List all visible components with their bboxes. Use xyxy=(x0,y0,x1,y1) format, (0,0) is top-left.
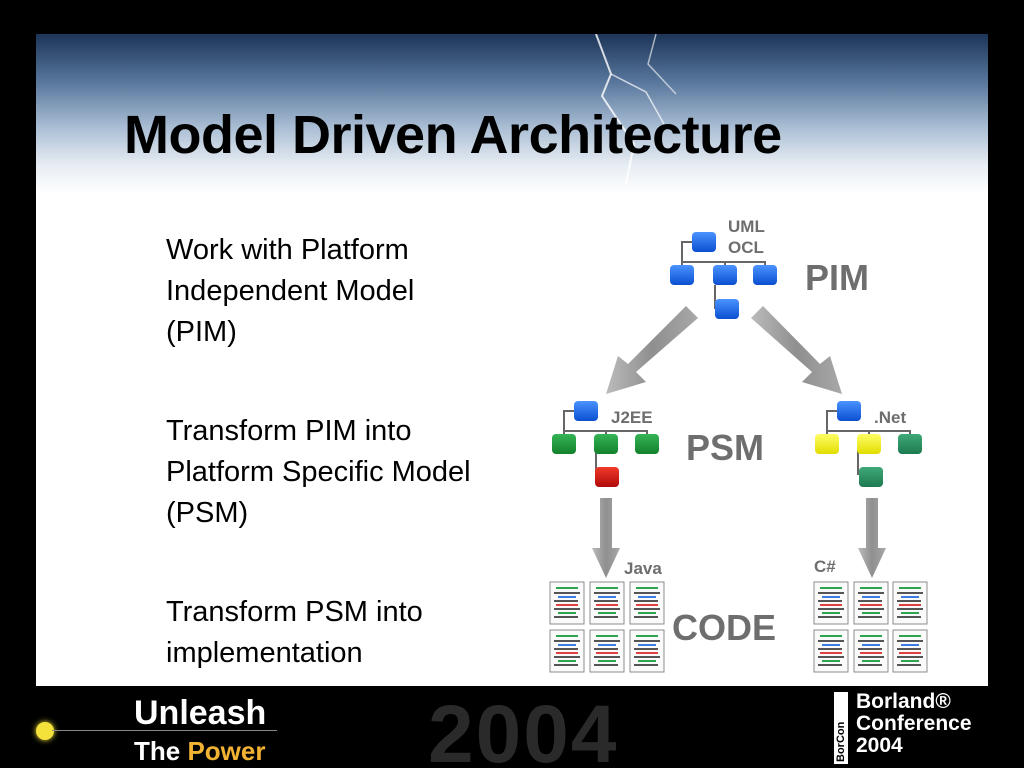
psm-node xyxy=(552,434,576,454)
bullet-item: Transform PSM into implementation xyxy=(166,596,423,669)
arrow-pim-to-j2ee xyxy=(606,306,698,394)
footer-tagline: The Power xyxy=(134,736,265,767)
arrow-pim-to-net xyxy=(751,306,842,394)
psm-node xyxy=(574,401,598,421)
pim-node xyxy=(715,299,739,319)
tagline-highlight: Power xyxy=(187,736,266,766)
bullet-item: Work with Platform Independent Model (PI… xyxy=(166,234,415,348)
code-file-icon xyxy=(853,581,889,625)
year-watermark: 2004 xyxy=(428,689,619,768)
header-sky-background xyxy=(36,34,988,194)
brand-line-2: Conference xyxy=(856,712,972,735)
tagline-prefix: The xyxy=(134,736,188,766)
code-file-icon xyxy=(892,629,928,673)
code-file-icon xyxy=(549,629,585,673)
page-title: Model Driven Architecture xyxy=(124,105,782,165)
psm-label: PSM xyxy=(686,427,764,468)
psm-platform-net: .Net xyxy=(874,408,906,427)
psm-node xyxy=(898,434,922,454)
divider-line xyxy=(52,730,277,731)
pim-node xyxy=(692,232,716,252)
arrow-net-to-csharp xyxy=(858,498,886,578)
code-language-java: Java xyxy=(624,559,662,578)
psm-node xyxy=(859,467,883,487)
code-file-icon xyxy=(813,629,849,673)
psm-node xyxy=(635,434,659,454)
borcon-logo-text: BorCon xyxy=(835,721,847,762)
psm-node xyxy=(857,434,881,454)
pim-node xyxy=(670,265,694,285)
code-file-icon xyxy=(589,581,625,625)
psm-platform-j2ee: J2EE xyxy=(611,408,653,427)
brand-line-1: Borland® xyxy=(856,690,951,713)
footer-unleash-title: Unleash xyxy=(134,694,267,732)
bullet-item: Transform PIM into Platform Specific Mod… xyxy=(166,415,471,529)
pim-node xyxy=(713,265,737,285)
yellow-dot-icon xyxy=(36,722,54,740)
psm-node xyxy=(595,467,619,487)
code-file-icon xyxy=(853,629,889,673)
arrow-j2ee-to-java xyxy=(592,498,620,578)
code-label: CODE xyxy=(672,607,776,648)
code-language-csharp: C# xyxy=(814,557,836,576)
mda-diagram: UML OCL PIM J2EE PSM .Net Java C# xyxy=(549,217,928,673)
psm-node xyxy=(815,434,839,454)
psm-node xyxy=(837,401,861,421)
footer-bar: 2004 Unleash The Power BorCon Borland® C… xyxy=(0,686,1024,768)
lightning-decoration xyxy=(595,34,677,185)
pim-node xyxy=(753,265,777,285)
code-file-icon xyxy=(629,629,665,673)
bullet-list: Work with Platform Independent Model (PI… xyxy=(166,230,526,686)
psm-node xyxy=(594,434,618,454)
borcon-logo: BorCon xyxy=(834,692,848,764)
pim-label: PIM xyxy=(805,257,869,298)
code-file-icon xyxy=(892,581,928,625)
code-file-icon xyxy=(549,581,585,625)
code-file-icon xyxy=(813,581,849,625)
brand-block: Borland® Conference 2004 xyxy=(856,691,972,757)
java-code-files xyxy=(549,581,665,673)
csharp-code-files xyxy=(813,581,928,673)
pim-annotation-uml: UML xyxy=(728,217,765,236)
pim-annotation-ocl: OCL xyxy=(728,238,764,257)
brand-line-3: 2004 xyxy=(856,734,903,757)
code-file-icon xyxy=(629,581,665,625)
code-file-icon xyxy=(589,629,625,673)
